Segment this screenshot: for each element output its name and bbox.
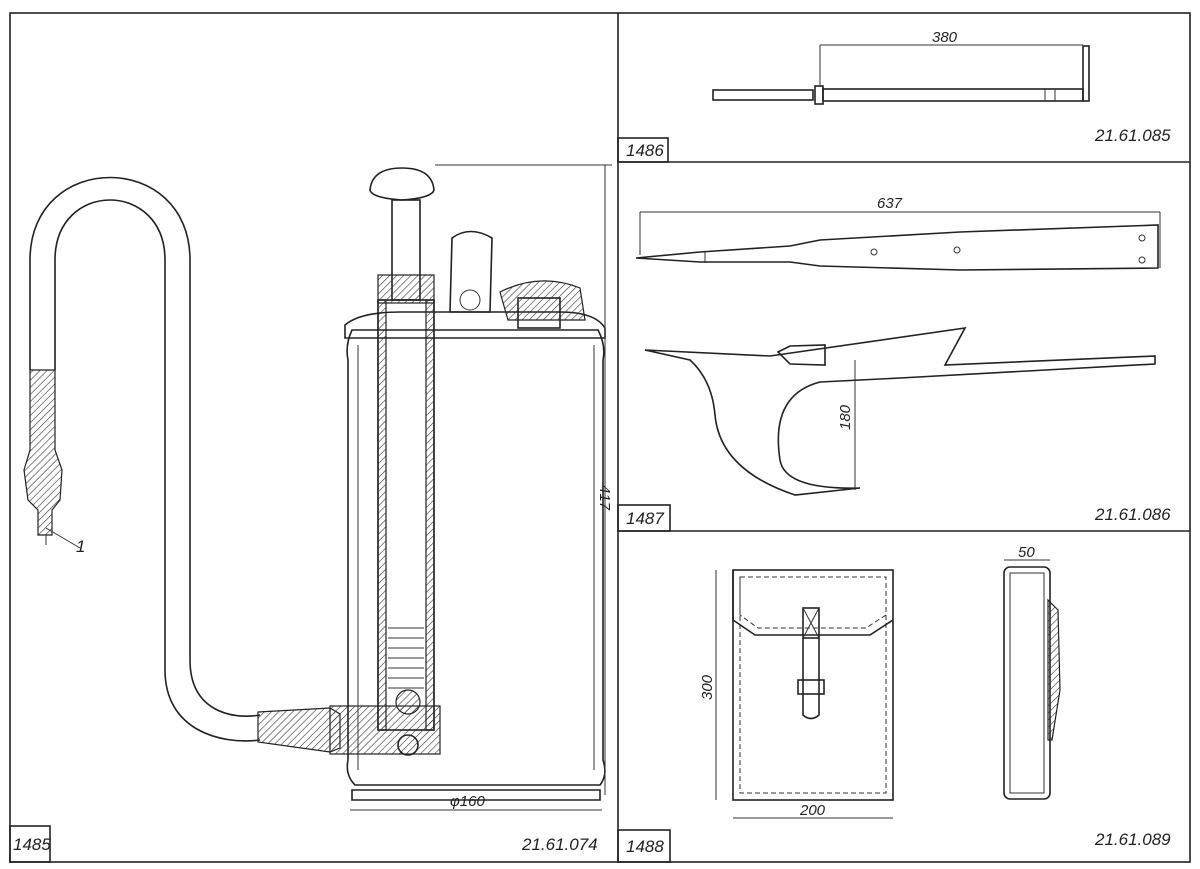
pouch-front [732, 569, 894, 801]
pouch-side [1003, 566, 1051, 800]
callout-leader [45, 527, 81, 549]
panel-1487: 637 180 1487 21.61.086 [617, 195, 1171, 532]
panel-1488: 300 200 50 1488 21.61.089 [617, 544, 1171, 863]
dim-length-380: 380 [932, 29, 958, 46]
dim-width-200: 200 [799, 802, 826, 819]
panel-1485: 1 417 φ160 1485 21.61. [9, 164, 613, 863]
sheet-border [9, 12, 1191, 863]
panel-id-1488: 1488 [626, 837, 664, 856]
dim-length-637: 637 [877, 195, 903, 212]
pump-handle [369, 167, 435, 201]
panel-id-1486: 1486 [626, 141, 664, 160]
panel-1486: 380 1486 21.61.085 [617, 29, 1171, 163]
drawing-code-1485: 21.61.074 [521, 835, 598, 854]
dim-diameter-160: φ160 [450, 793, 485, 810]
hose [29, 176, 261, 717]
tank [346, 329, 606, 786]
dim-depth-50: 50 [1018, 544, 1035, 561]
drawing-code-1487: 21.61.086 [1094, 505, 1171, 524]
drawing-code-1486: 21.61.085 [1094, 126, 1171, 145]
pump-spring [388, 627, 424, 689]
dim-height-417: 417 [596, 485, 613, 511]
nozzle [23, 369, 63, 536]
dim-height-300: 300 [699, 674, 716, 700]
panel-id-1487: 1487 [626, 509, 664, 528]
panel-id-1485: 1485 [13, 835, 51, 854]
drawing-code-1488: 21.61.089 [1094, 830, 1171, 849]
callout-1: 1 [76, 537, 85, 556]
dim-height-180: 180 [837, 404, 854, 430]
